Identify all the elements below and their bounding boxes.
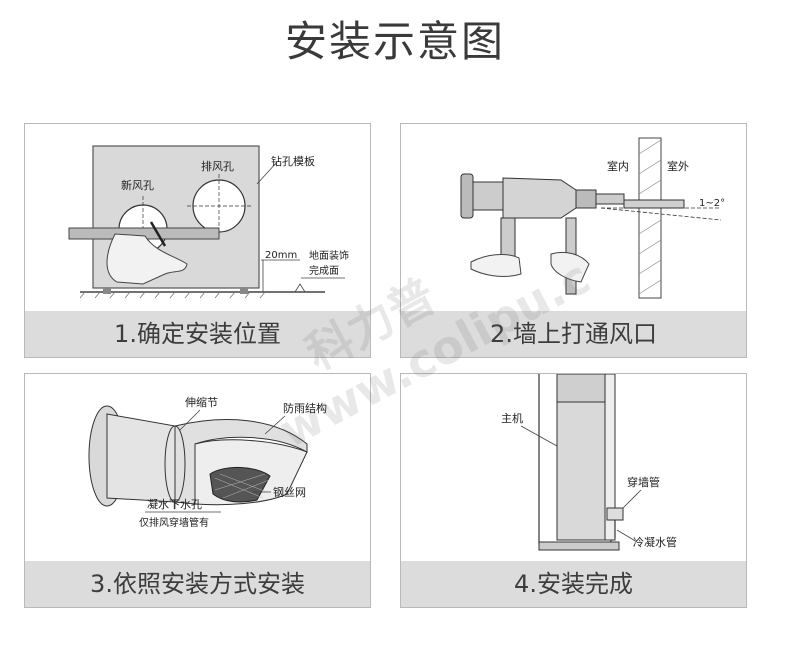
wall-pipe-label: 穿墙管 — [627, 475, 660, 489]
step-4-panel: 主机 穿墙管 冷凝水管 4.安装完成 — [400, 373, 747, 608]
step-1-drawing: 钻孔模板 新风孔 排风孔 20mm 地面装饰 完成面 — [68, 145, 349, 299]
step-3-drawing: 伸缩节 防雨结构 钢丝网 凝水下水孔 仅排风穿墙管有 — [88, 396, 327, 529]
fresh-hole-label: 新风孔 — [121, 178, 154, 192]
step-4-caption: 4.安装完成 — [401, 561, 746, 607]
step-1-panel: 钻孔模板 新风孔 排风孔 20mm 地面装饰 完成面 1.确定安装位置 — [24, 123, 371, 358]
step-2-caption: 2.墙上打通风口 — [401, 311, 746, 357]
step-2-panel: 室内 室外 1~2° 2.墙上打通风口 — [400, 123, 747, 358]
step-4-drawing: 主机 穿墙管 冷凝水管 — [501, 374, 677, 551]
drain-label-line1: 凝水下水孔 — [147, 497, 202, 511]
step-3-caption: 3.依照安装方式安装 — [25, 561, 370, 607]
step-3-panel: 伸缩节 防雨结构 钢丝网 凝水下水孔 仅排风穿墙管有 3.依照安装方式安装 — [24, 373, 371, 608]
rain-structure-label: 防雨结构 — [283, 401, 327, 415]
host-label: 主机 — [501, 411, 523, 425]
condensate-label: 冷凝水管 — [633, 535, 677, 549]
floor-label-line1: 地面装饰 — [309, 249, 349, 262]
mesh-label: 钢丝网 — [273, 486, 306, 499]
step-2-drawing: 室内 室外 1~2° — [460, 137, 725, 299]
exhaust-hole-label: 排风孔 — [201, 159, 234, 173]
step-1-caption: 1.确定安装位置 — [25, 311, 370, 357]
distance-label: 20mm — [265, 250, 297, 261]
drain-label-line2: 仅排风穿墙管有 — [139, 516, 209, 529]
indoor-label: 室内 — [607, 159, 629, 173]
page-title: 安装示意图 — [284, 17, 505, 66]
floor-label-line2: 完成面 — [309, 264, 339, 277]
template-label: 钻孔模板 — [271, 154, 315, 168]
angle-label: 1~2° — [699, 198, 725, 209]
joint-label: 伸缩节 — [185, 396, 218, 409]
outdoor-label: 室外 — [667, 159, 689, 173]
